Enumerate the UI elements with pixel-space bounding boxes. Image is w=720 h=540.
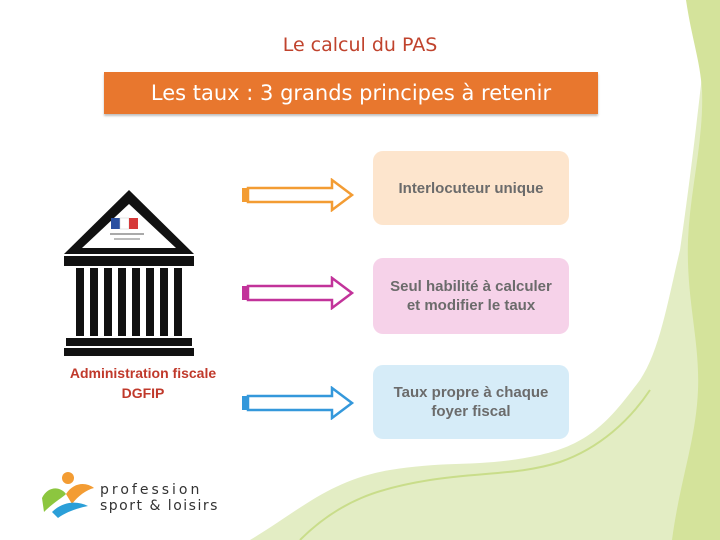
bank-building-icon (64, 190, 194, 356)
logo-text-profession: profession (100, 482, 203, 498)
slide-supertitle: Le calcul du PAS (282, 34, 438, 56)
profession-sport-loisirs-logo-icon (42, 472, 94, 518)
principle-box-interlocuteur: Interlocuteur unique (373, 151, 569, 225)
principle-line: et modifier le taux (406, 297, 536, 314)
administration-label: Administration fiscale (69, 365, 217, 381)
green-wave-bottom (250, 0, 720, 540)
principle-box-taux-propre: Taux propre à chaque foyer fiscal (373, 365, 569, 439)
arrow-right-icon (242, 276, 355, 310)
arrow-right-icon (242, 386, 355, 420)
principle-line: foyer fiscal (431, 403, 511, 420)
arrow-right-icon (242, 178, 355, 212)
administration-acronym: DGFIP (121, 385, 165, 401)
slide-title-banner: Les taux : 3 grands principes à retenir (104, 72, 598, 114)
green-wave-strip (672, 0, 720, 540)
logo-text-sport-loisirs: sport & loisirs (100, 498, 219, 514)
principle-line: Seul habilité à calculer (390, 278, 552, 295)
principle-line: Taux propre à chaque (393, 384, 549, 401)
green-wave-line (299, 389, 651, 540)
principle-box-habilite: Seul habilité à calculer et modifier le … (373, 258, 569, 334)
slide-title: Les taux : 3 grands principes à retenir (150, 81, 552, 105)
principle-line: Interlocuteur unique (398, 179, 544, 197)
